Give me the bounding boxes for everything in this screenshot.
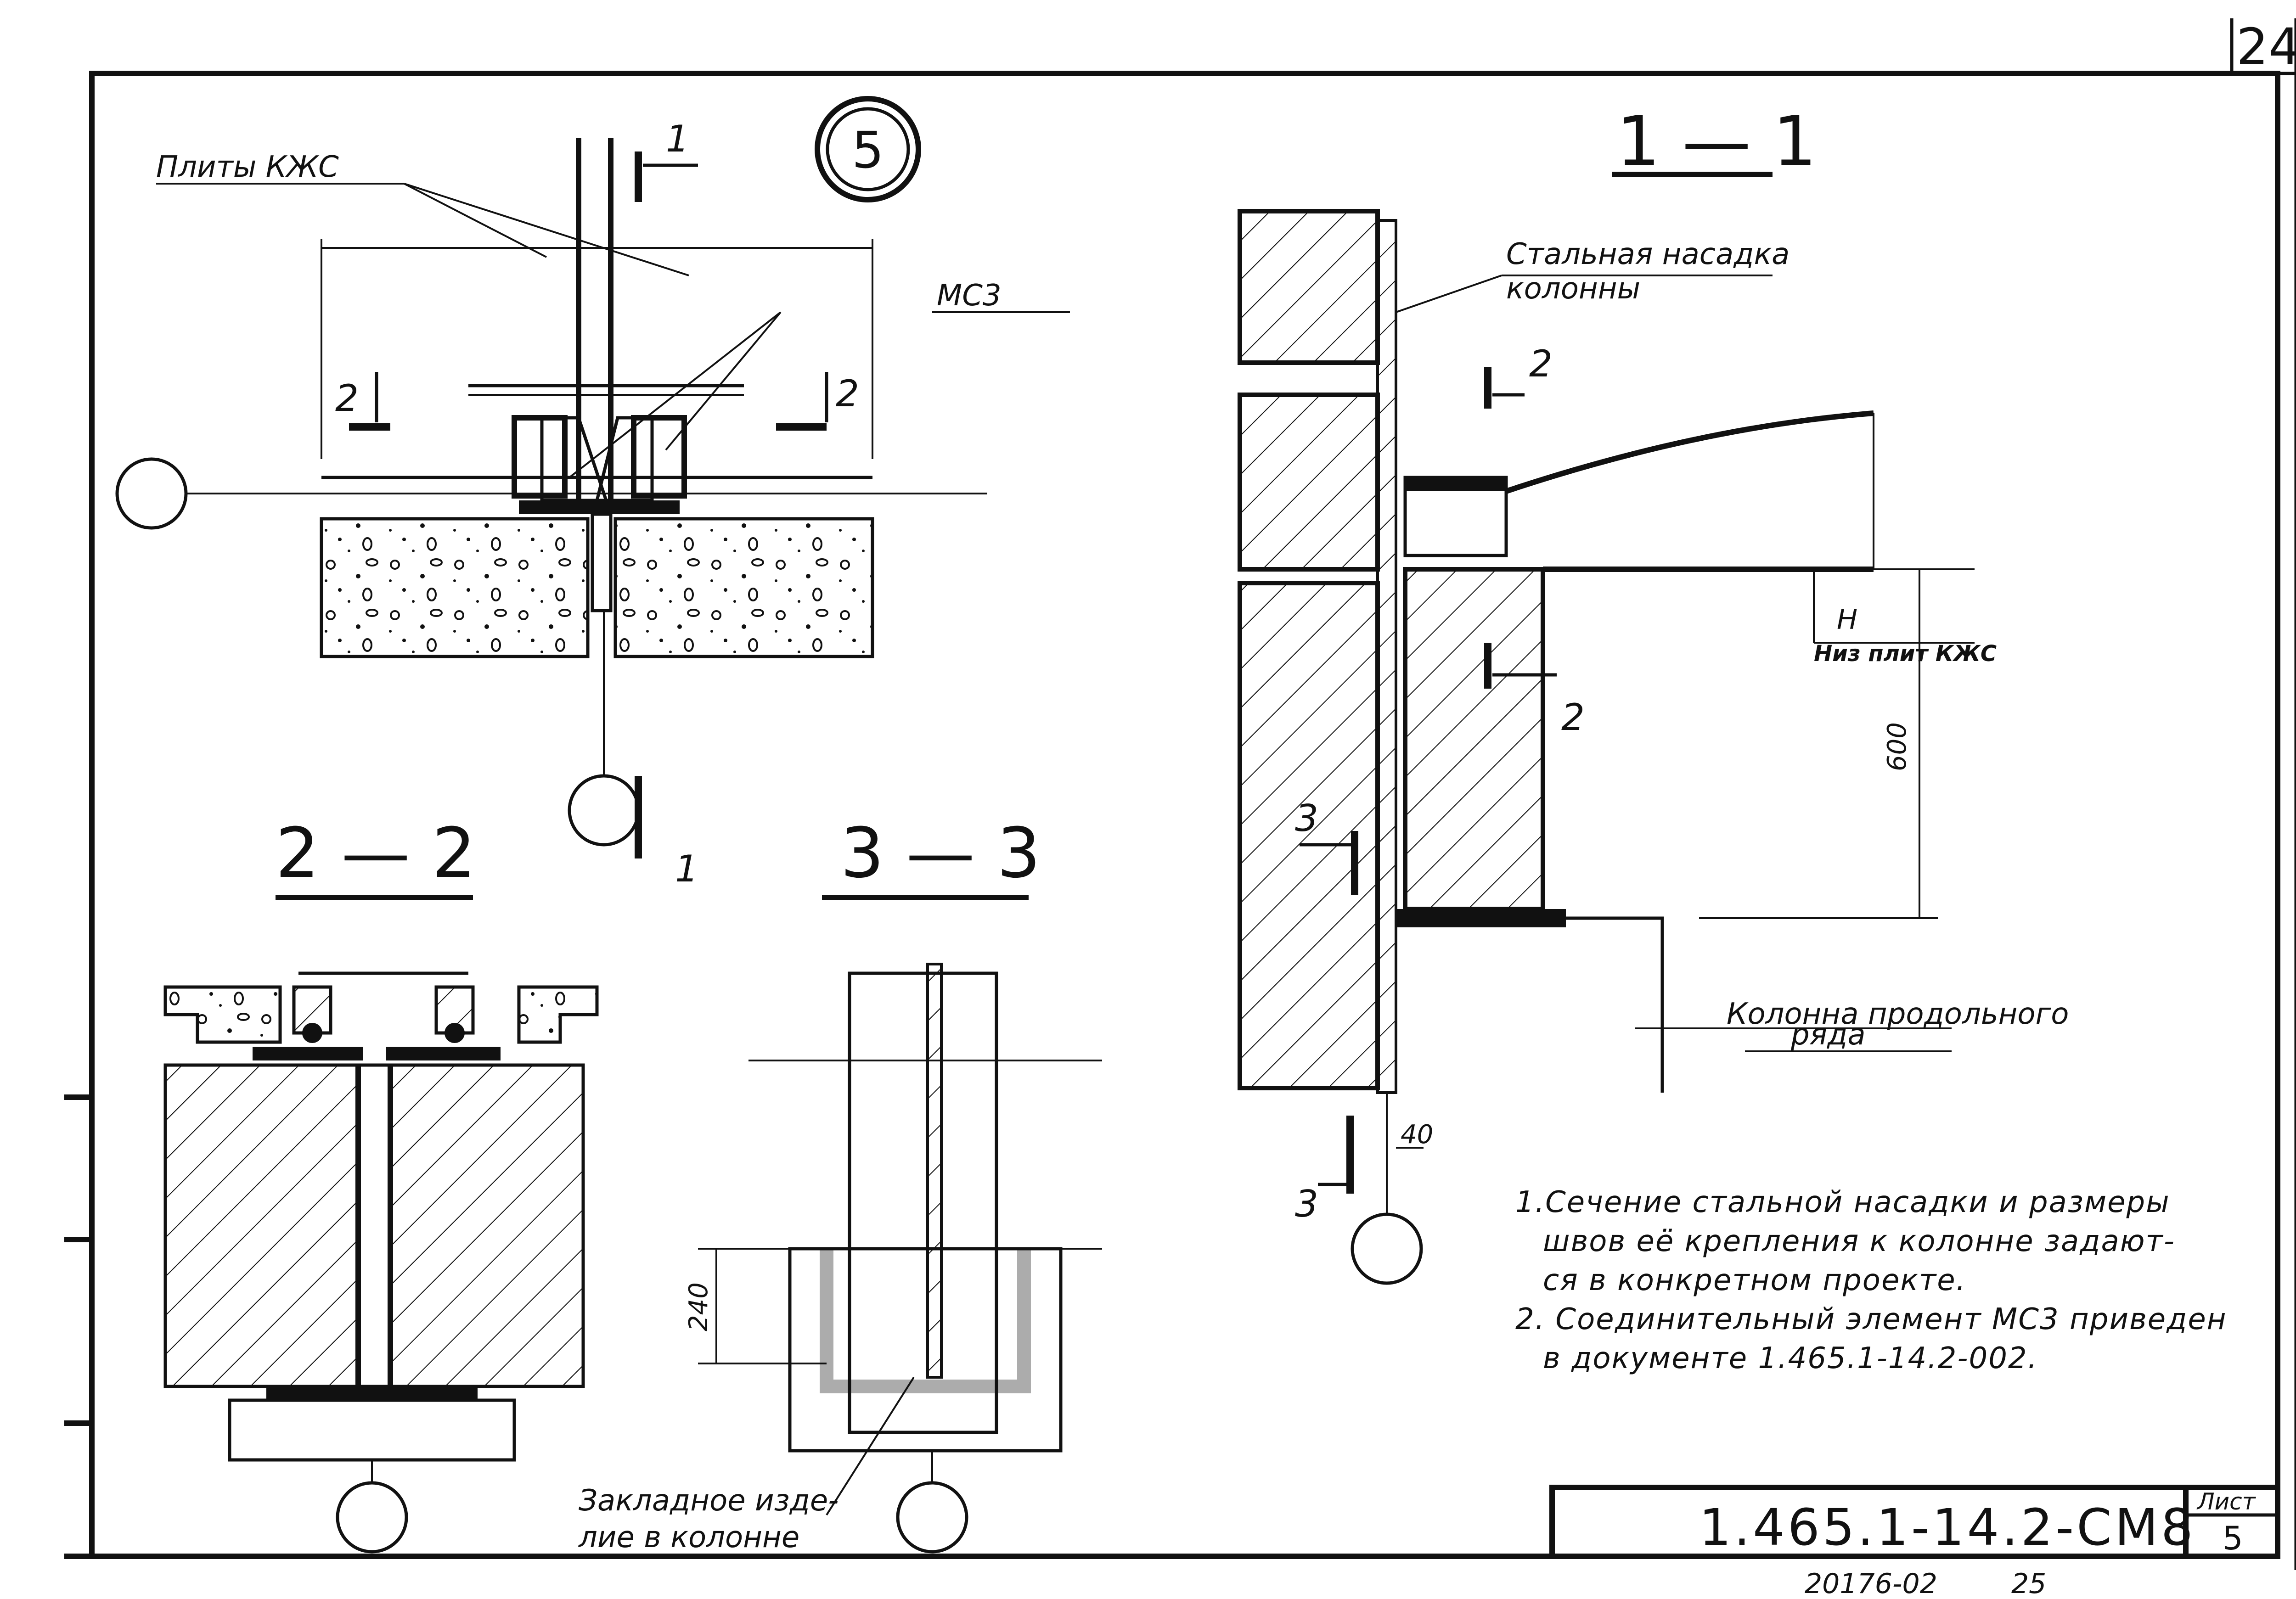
- note-line: 2. Соединительный элемент МС3 приведен: [1515, 1302, 2227, 1336]
- plan-cut-1-bottom: 1: [675, 847, 698, 890]
- column-label-line1: Колонна продольного: [1727, 997, 2069, 1031]
- list-label: Лист: [2196, 1488, 2257, 1515]
- note-line: в документе 1.465.1-14.2-002.: [1543, 1341, 2038, 1375]
- section-3-3-dim-240: 240: [684, 1282, 714, 1331]
- sheet-frame: [64, 18, 2296, 1570]
- plan-label-mc3: МС3: [937, 279, 1002, 313]
- section-1-1-title: 1 — 1: [1616, 102, 1817, 182]
- document-code: 1.465.1-14.2-СМ8: [1699, 1498, 2196, 1557]
- detail-number: 5: [852, 121, 884, 180]
- notes: 1.Сечение стальной насадки и размеры шво…: [1515, 1185, 2227, 1375]
- section-1-1-cut-3-mid: 3: [1295, 797, 1318, 840]
- plan-cut-2-right: 2: [836, 372, 859, 415]
- level-mark: Н: [1837, 604, 1857, 636]
- note-line: швов её крепления к колонне задают-: [1543, 1224, 2175, 1258]
- list-number: 5: [2223, 1520, 2243, 1557]
- note-line: ся в конкретном проекте.: [1543, 1263, 1966, 1297]
- section-1-1-cut-2-mid: 2: [1561, 696, 1585, 739]
- plan-cut-2-left: 2: [335, 377, 359, 420]
- sheet-number-top: 24: [2236, 17, 2296, 76]
- section-1-1-drawing: [1238, 172, 1975, 1285]
- section-3-3-drawing: [698, 895, 1102, 1554]
- dim-600: 600: [1882, 722, 1912, 771]
- title-block: [1549, 1485, 2280, 1559]
- section-2-2-title: 2 — 2: [276, 814, 476, 893]
- page-number: 25: [2011, 1568, 2046, 1599]
- dim-40: 40: [1401, 1120, 1433, 1150]
- section-3-3-title: 3 — 3: [840, 814, 1041, 893]
- archive-number: 20176-02: [1805, 1568, 1937, 1599]
- embedded-label-line1: Закладное изде-: [579, 1484, 838, 1518]
- level-label: Низ плит КЖС: [1814, 641, 1997, 667]
- steel-cap-label-line2: колонны: [1506, 272, 1640, 306]
- plan-view-drawing: [115, 96, 1070, 858]
- section-1-1-cut-3-bottom: 3: [1295, 1183, 1318, 1225]
- plan-label-plates: Плиты КЖС: [156, 150, 339, 184]
- column-label-line2: ряда: [1790, 1018, 1866, 1052]
- plan-cut-1-top: 1: [666, 118, 689, 160]
- section-1-1-cut-2-top: 2: [1529, 342, 1553, 385]
- section-2-2-drawing: [163, 895, 599, 1554]
- embedded-label-line2: лие в колонне: [578, 1520, 799, 1554]
- note-line: 1.Сечение стальной насадки и размеры: [1515, 1185, 2170, 1219]
- steel-cap-label-line1: Стальная насадка: [1506, 237, 1790, 271]
